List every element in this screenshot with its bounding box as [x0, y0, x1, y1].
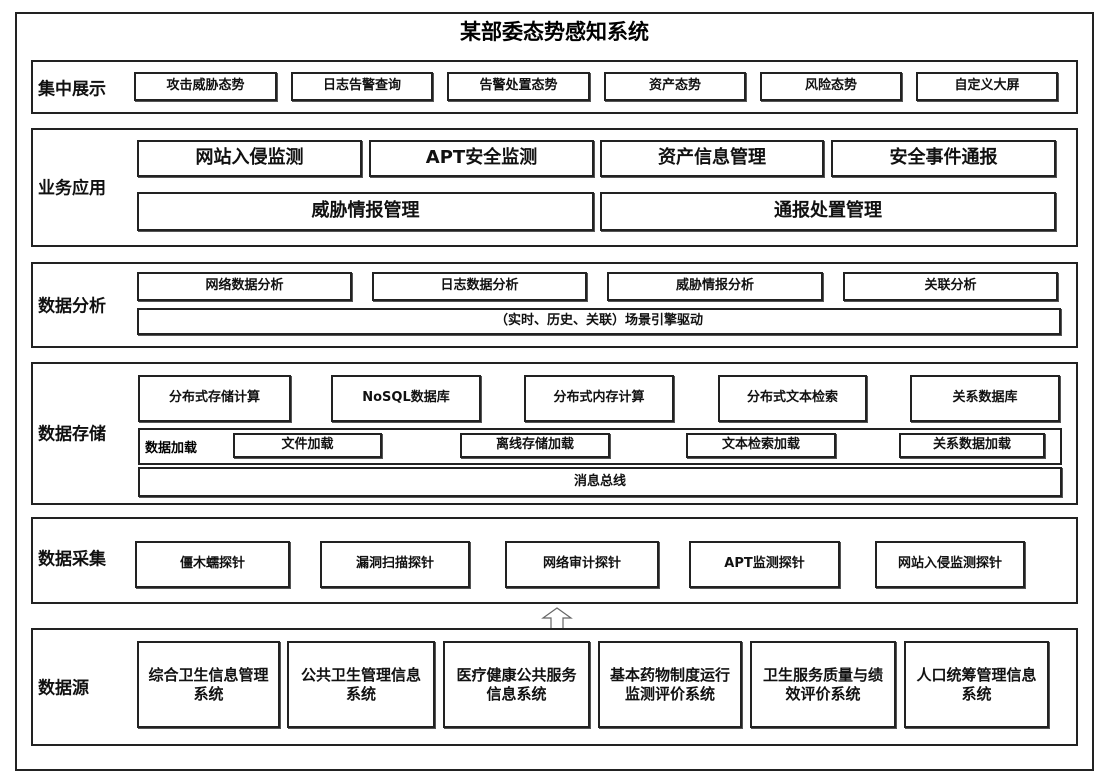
data-source-system: 综合卫生信息管理系统 — [137, 641, 280, 728]
display-item: 自定义大屏 — [916, 72, 1058, 101]
data-source-system: 公共卫生管理信息系统 — [287, 641, 435, 728]
business-app: 安全事件通报 — [831, 140, 1056, 177]
layer-label: 集中展示 — [38, 79, 106, 100]
collection-probe: 僵木蠕探针 — [135, 541, 290, 588]
layer-storage — [31, 362, 1078, 505]
collection-probe: APT监测探针 — [689, 541, 840, 588]
collection-probe: 网站入侵监测探针 — [875, 541, 1025, 588]
layer-label: 数据分析 — [38, 296, 106, 317]
storage-component: 关系数据库 — [910, 375, 1060, 422]
display-item: 攻击威胁态势 — [134, 72, 277, 101]
analysis-item: 网络数据分析 — [137, 272, 352, 301]
data-load-item: 关系数据加载 — [899, 433, 1045, 458]
data-load-row — [138, 428, 1062, 465]
layer-source — [31, 628, 1078, 746]
business-app: 通报处置管理 — [600, 192, 1056, 231]
layer-label: 数据存储 — [38, 424, 106, 445]
display-item: 资产态势 — [604, 72, 746, 101]
data-load-item: 文件加载 — [233, 433, 382, 458]
display-item: 日志告警查询 — [291, 72, 433, 101]
storage-component: NoSQL数据库 — [331, 375, 481, 422]
storage-component: 分布式存储计算 — [138, 375, 291, 422]
display-item: 告警处置态势 — [447, 72, 590, 101]
layer-label: 数据采集 — [38, 549, 106, 570]
data-load-item: 离线存储加载 — [460, 433, 610, 458]
collection-probe: 网络审计探针 — [505, 541, 659, 588]
collection-probe: 漏洞扫描探针 — [320, 541, 470, 588]
layer-analysis — [31, 262, 1078, 348]
storage-component: 分布式文本检索 — [718, 375, 867, 422]
up-arrow-icon — [541, 607, 573, 630]
data-source-system: 卫生服务质量与绩效评价系统 — [750, 641, 896, 728]
analysis-item: 日志数据分析 — [372, 272, 587, 301]
scenario-engine: （实时、历史、关联）场景引擎驱动 — [137, 308, 1061, 335]
data-load-label: 数据加载 — [145, 441, 198, 456]
business-app: APT安全监测 — [369, 140, 594, 177]
data-load-item: 文本检索加载 — [686, 433, 836, 458]
layer-collection — [31, 517, 1078, 604]
layer-label: 业务应用 — [38, 178, 106, 199]
analysis-item: 关联分析 — [843, 272, 1058, 301]
data-source-system: 医疗健康公共服务信息系统 — [443, 641, 590, 728]
layer-label: 数据源 — [38, 678, 89, 699]
analysis-item: 威胁情报分析 — [607, 272, 823, 301]
display-item: 风险态势 — [760, 72, 902, 101]
diagram-title: 某部委态势感知系统 — [460, 20, 649, 44]
layer-display — [31, 60, 1078, 114]
data-source-system: 人口统筹管理信息系统 — [904, 641, 1049, 728]
business-app: 资产信息管理 — [600, 140, 824, 177]
business-app: 网站入侵监测 — [137, 140, 362, 177]
layer-business — [31, 128, 1078, 247]
outer-frame — [15, 12, 1094, 771]
data-source-system: 基本药物制度运行监测评价系统 — [598, 641, 742, 728]
message-bus: 消息总线 — [138, 467, 1062, 497]
storage-component: 分布式内存计算 — [524, 375, 674, 422]
business-app: 威胁情报管理 — [137, 192, 594, 231]
